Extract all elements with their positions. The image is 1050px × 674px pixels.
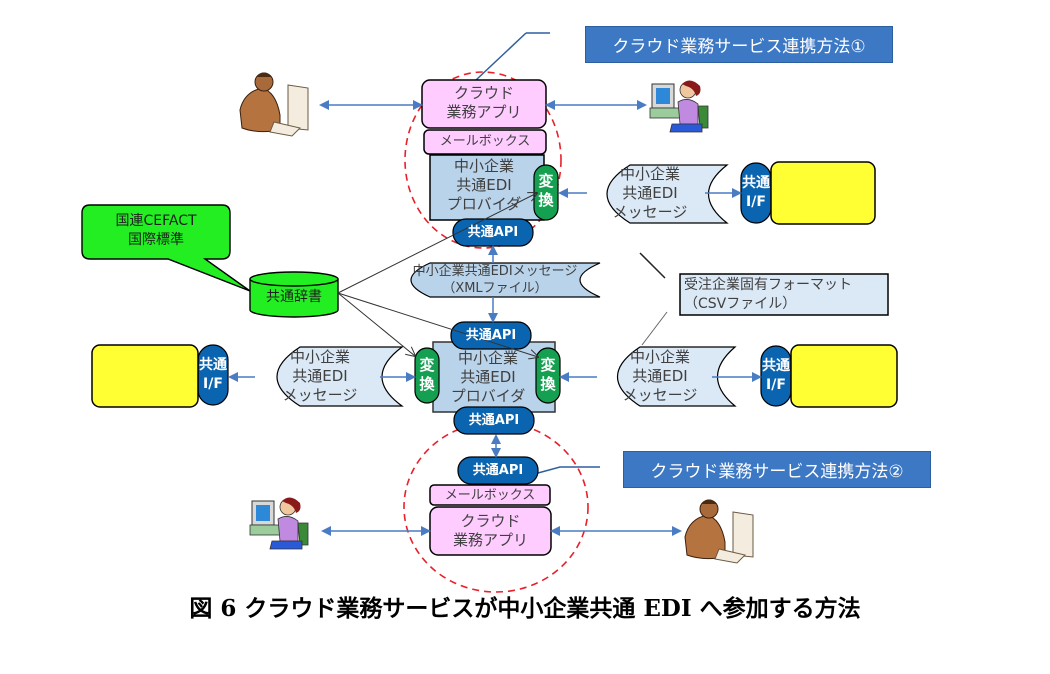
label-line: クラウド	[453, 84, 514, 102]
csv-note-box[interactable]	[679, 273, 889, 316]
label-line: メッセージ	[622, 386, 698, 404]
top-provider-box[interactable]	[429, 154, 545, 221]
cefact-callout-shape[interactable]	[81, 204, 251, 292]
csv-note-label: 受注企業固有フォーマット （CSVファイル）	[684, 276, 884, 314]
label-line: I/F	[746, 194, 766, 210]
label-line: 共通EDI	[460, 368, 516, 386]
label-line: 中小企業	[629, 348, 690, 366]
label-line: I/F	[766, 377, 786, 393]
woman-at-computer-icon	[649, 80, 709, 133]
bottom-api-label: 共通API	[472, 463, 524, 478]
banner2-leader	[537, 466, 600, 474]
dashed-circle-top	[404, 71, 562, 249]
center-provider-label: 中小企業 共通EDI プロバイダ	[439, 349, 537, 406]
edi-message-mid-right-label: 中小企業 共通EDI メッセージ	[605, 348, 715, 405]
top-mailbox-box[interactable]	[423, 129, 547, 155]
bottom-cloud-app-label: クラウド 業務アプリ	[430, 512, 551, 550]
dict-link-2	[337, 292, 415, 356]
dashed-circle-bottom	[403, 421, 589, 593]
label-line: 業務アプリ	[446, 103, 522, 121]
man-at-computer-icon	[684, 499, 754, 564]
center-api-top-label: 共通API	[465, 328, 517, 343]
top-cloud-app-label: クラウド 業務アプリ	[422, 84, 546, 122]
label-line: 中小企業	[457, 349, 518, 367]
csv-note-leader-down	[641, 311, 668, 346]
top-convert-label: 変 換	[534, 172, 558, 210]
center-convert-right-label: 変 換	[536, 356, 560, 394]
cefact-callout-label: 国連CEFACT 国際標準	[82, 212, 230, 250]
center-convert-left-label: 変 換	[415, 356, 439, 394]
dict-link-1	[337, 193, 537, 294]
label-line: クラウド	[460, 512, 521, 530]
label-line: 共通EDI	[456, 176, 512, 194]
label-line: 中小企業	[453, 157, 514, 175]
onprem-app-top-box[interactable]	[770, 161, 876, 225]
method2-banner: クラウド業務サービス連携方法②	[623, 451, 931, 488]
top-api-label: 共通API	[467, 225, 519, 240]
onprem-app-mid-left-box[interactable]	[91, 344, 199, 408]
bottom-mailbox-box[interactable]	[429, 484, 551, 506]
common-if-mid-left-label: 共通 I/F	[193, 356, 233, 394]
figure-caption: 図 6 クラウド業務サービスが中小企業共通 EDI へ参加する方法	[189, 595, 861, 622]
label-line: 共通	[742, 175, 770, 191]
edi-message-mid-left-shape[interactable]	[276, 346, 404, 407]
label-line: 共通EDI	[622, 184, 678, 202]
dictionary-label: 共通辞書	[266, 289, 322, 305]
woman-at-computer-icon	[249, 497, 309, 550]
label-line: メッセージ	[282, 386, 358, 404]
label-line: 業務アプリ	[452, 531, 528, 549]
edi-message-top-right-shape[interactable]	[606, 164, 729, 224]
csv-note-leader-up	[639, 252, 666, 279]
edi-message-mid-right-shape[interactable]	[616, 346, 737, 407]
label-line: 変	[540, 356, 556, 374]
label-line: 国連CEFACT	[115, 213, 197, 229]
label-line: （CSVファイル）	[684, 296, 797, 312]
edi-message-top-right-label: 中小企業 共通EDI メッセージ	[595, 165, 705, 222]
label-line: 中小企業共通EDIメッセージ	[412, 264, 578, 279]
onprem-app-mid-right-box[interactable]	[790, 344, 898, 408]
label-line: 国際標準	[128, 232, 184, 248]
edi-message-mid-left-label: 中小企業 共通EDI メッセージ	[265, 348, 375, 405]
label-line: 中小企業	[289, 348, 350, 366]
label-line: 換	[419, 375, 435, 393]
label-line: 中小企業	[619, 165, 680, 183]
center-api-bottom-label: 共通API	[468, 413, 520, 428]
label-line: （XMLファイル）	[442, 281, 548, 296]
dict-link-3	[337, 292, 538, 357]
label-line: メッセージ	[612, 203, 688, 221]
label-line: I/F	[203, 376, 223, 392]
label-line: 受注企業固有フォーマット	[684, 277, 852, 293]
man-at-computer-icon	[239, 72, 309, 137]
method1-banner: クラウド業務サービス連携方法①	[585, 26, 893, 63]
banner1-leader	[475, 32, 527, 81]
label-line: 換	[538, 191, 554, 209]
label-line: 共通	[199, 357, 227, 373]
top-provider-label: 中小企業 共通EDI プロバイダ	[430, 157, 538, 214]
label-line: 変	[538, 172, 554, 190]
xml-message-shape[interactable]	[410, 262, 601, 298]
label-line: プロバイダ	[446, 195, 522, 213]
label-line: 共通	[762, 358, 790, 374]
label-line: 共通EDI	[632, 367, 688, 385]
common-if-mid-right-label: 共通 I/F	[756, 357, 796, 395]
dictionary-cylinder[interactable]	[249, 271, 339, 318]
label-line: 共通EDI	[292, 367, 348, 385]
common-if-top-label: 共通 I/F	[736, 174, 776, 212]
label-line: プロバイダ	[450, 387, 526, 405]
label-line: 換	[540, 375, 556, 393]
top-mailbox-label: メールボックス	[439, 134, 531, 149]
label-line: 変	[419, 356, 435, 374]
bottom-mailbox-label: メールボックス	[444, 488, 536, 503]
xml-message-label: 中小企業共通EDIメッセージ （XMLファイル）	[400, 263, 590, 297]
